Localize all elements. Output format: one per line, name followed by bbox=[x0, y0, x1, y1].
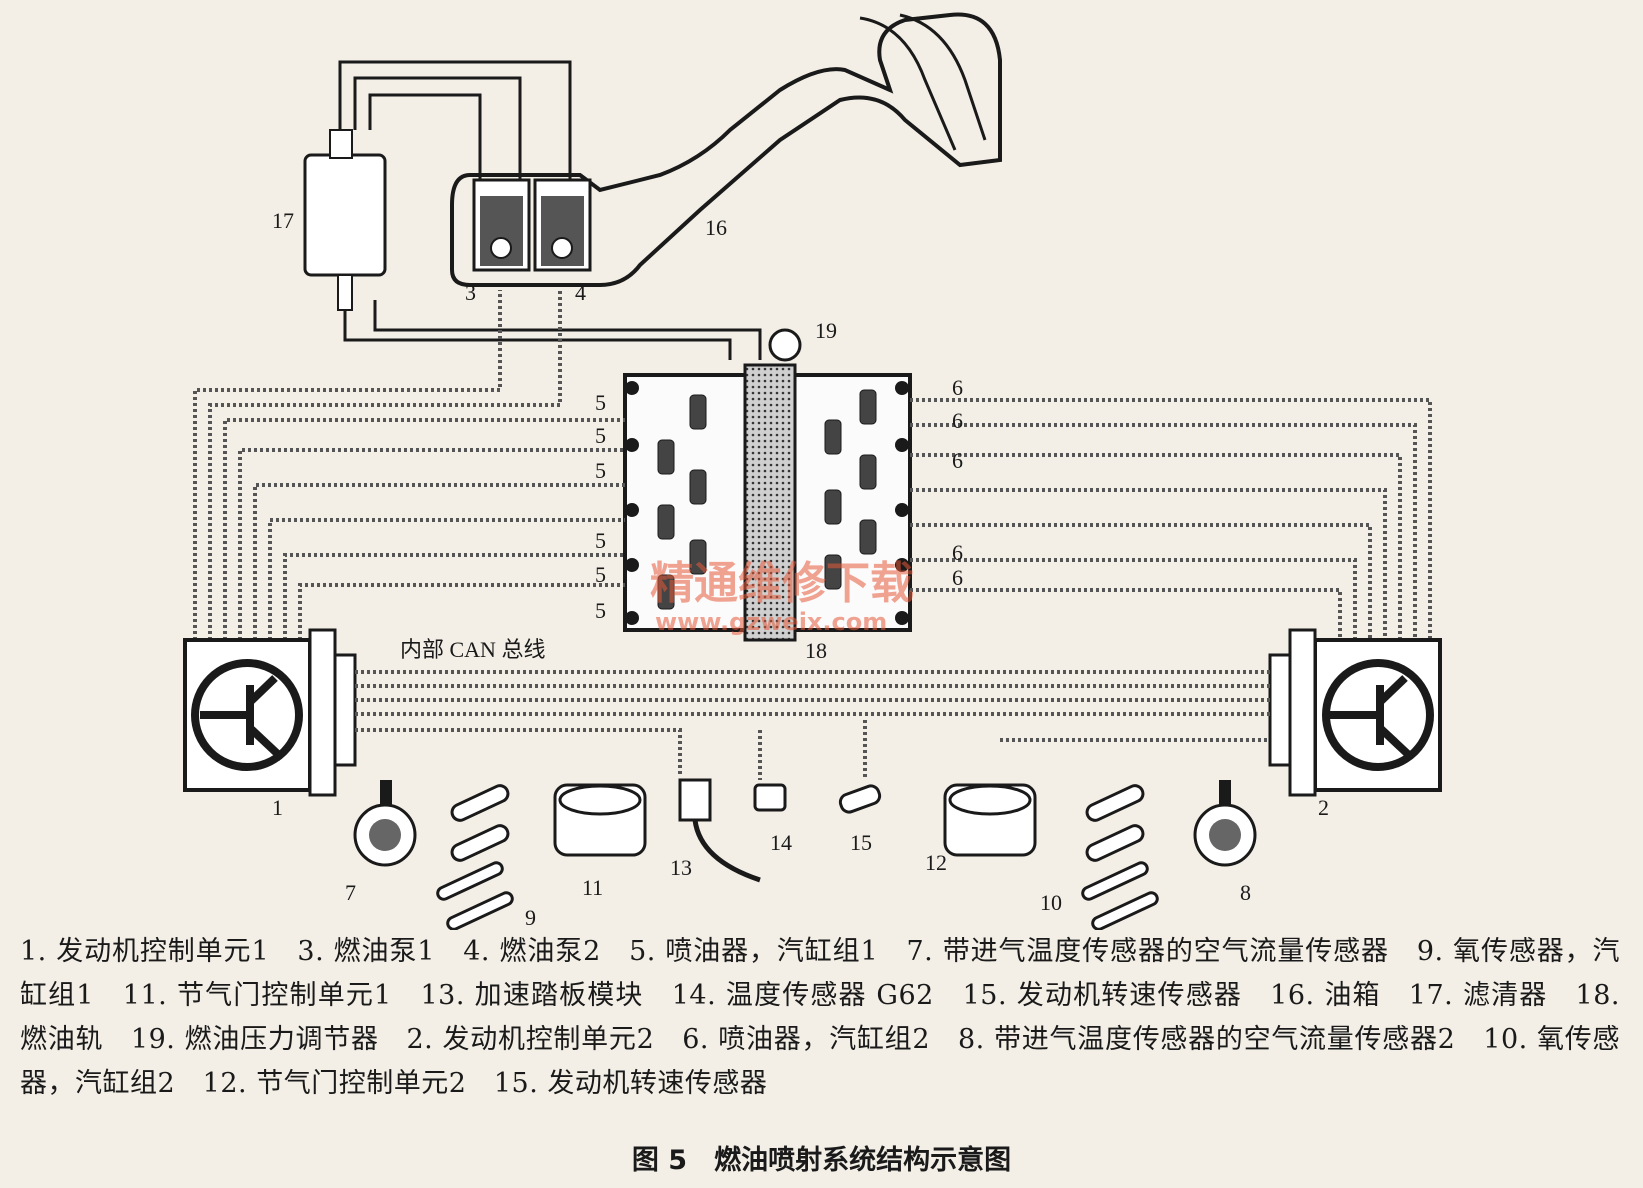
fuel-filter bbox=[303, 129, 387, 311]
fuel-tank bbox=[450, 12, 1002, 287]
fuel-injection-diagram: 精通维修下载 www.gzweix.com 1 2 3 4 5 5 5 5 5 … bbox=[183, 12, 1442, 930]
label-18: 18 bbox=[805, 638, 827, 663]
label-14: 14 bbox=[770, 830, 792, 855]
can-bus-label: 内部 CAN 总线 bbox=[400, 637, 545, 662]
pressure-regulator bbox=[768, 328, 802, 362]
figure-caption: 图 5 燃油喷射系统结构示意图 bbox=[631, 1145, 1012, 1176]
oxygen-sensors-bank-2 bbox=[1081, 784, 1159, 930]
label-13: 13 bbox=[670, 855, 692, 880]
ecu-1 bbox=[183, 628, 357, 797]
fuel-lines bbox=[338, 60, 762, 360]
filler-neck-line bbox=[899, 13, 987, 141]
label-15: 15 bbox=[850, 830, 872, 855]
label-5: 5 bbox=[595, 598, 606, 623]
label-10: 10 bbox=[1040, 890, 1062, 915]
fuel-pump-1 bbox=[472, 178, 531, 272]
temperature-sensor-g62 bbox=[753, 783, 787, 812]
air-flow-sensor-1 bbox=[353, 780, 417, 867]
label-5: 5 bbox=[595, 562, 606, 587]
label-6: 6 bbox=[952, 565, 963, 590]
fuel-rail bbox=[743, 363, 797, 642]
throttle-unit-2 bbox=[943, 783, 1037, 857]
label-9: 9 bbox=[525, 905, 536, 930]
label-11: 11 bbox=[582, 875, 603, 900]
ecu-2 bbox=[1268, 628, 1442, 797]
filler-neck-line bbox=[859, 16, 957, 151]
label-6: 6 bbox=[952, 540, 963, 565]
label-8: 8 bbox=[1240, 880, 1251, 905]
fuel-pump-2 bbox=[533, 178, 592, 272]
air-flow-sensor-2 bbox=[1193, 780, 1257, 867]
injectors-bank-1 bbox=[657, 394, 707, 610]
label-3: 3 bbox=[465, 280, 476, 305]
watermark-text: 精通维修下载 bbox=[650, 558, 914, 609]
label-7: 7 bbox=[345, 880, 356, 905]
label-6: 6 bbox=[952, 448, 963, 473]
ecu2-wiring bbox=[910, 398, 1432, 640]
label-5: 5 bbox=[595, 390, 606, 415]
oxygen-sensors-bank-1 bbox=[436, 784, 514, 930]
label-16: 16 bbox=[705, 215, 727, 240]
accelerator-pedal-module bbox=[678, 778, 761, 883]
label-5: 5 bbox=[595, 423, 606, 448]
throttle-unit-1 bbox=[553, 783, 647, 857]
legend: 1. 发动机控制单元1 3. 燃油泵1 4. 燃油泵2 5. 喷油器，汽缸组1 … bbox=[20, 936, 1620, 1099]
label-19: 19 bbox=[815, 318, 837, 343]
injectors-bank-2 bbox=[824, 389, 877, 590]
label-5: 5 bbox=[595, 528, 606, 553]
can-bus bbox=[355, 670, 1270, 780]
label-5: 5 bbox=[595, 458, 606, 483]
watermark-url: www.gzweix.com bbox=[655, 608, 887, 636]
label-17: 17 bbox=[272, 208, 294, 233]
label-6: 6 bbox=[952, 375, 963, 400]
label-6: 6 bbox=[952, 408, 963, 433]
label-12: 12 bbox=[925, 850, 947, 875]
label-2: 2 bbox=[1318, 795, 1329, 820]
ecu1-wiring bbox=[193, 290, 625, 640]
label-4: 4 bbox=[575, 280, 586, 305]
label-1: 1 bbox=[272, 795, 283, 820]
engine-speed-sensor bbox=[838, 784, 882, 814]
